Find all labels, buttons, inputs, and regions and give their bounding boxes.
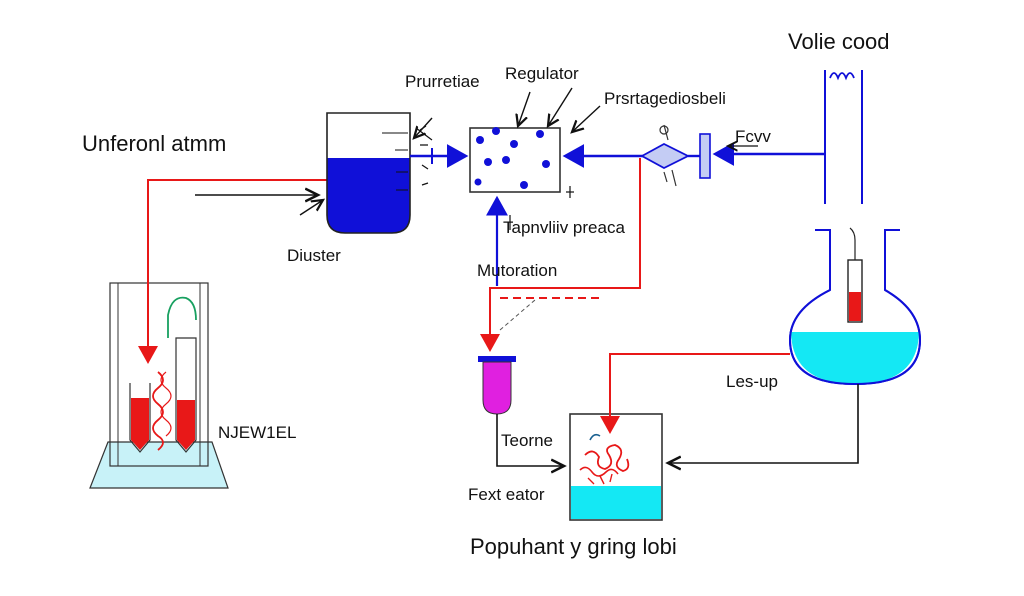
volie-cood-label: Volie cood bbox=[788, 29, 890, 54]
mutoration-label: Mutoration bbox=[477, 261, 558, 280]
tick-marks bbox=[509, 186, 574, 230]
black-line-flask-beaker bbox=[668, 384, 859, 463]
vial-to-beaker-line bbox=[496, 414, 564, 466]
tube-rack bbox=[89, 282, 229, 489]
fext-eator-label: Fext eator bbox=[468, 485, 545, 504]
regulator-label: Regulator bbox=[505, 64, 579, 83]
green-wire bbox=[167, 296, 197, 338]
unferonl-atmm-label: Unferonl atmm bbox=[82, 131, 227, 156]
tapnvliiv-label: Tapnvliiv preaca bbox=[503, 218, 625, 237]
red-return-line bbox=[480, 158, 641, 352]
round-flask bbox=[788, 227, 922, 386]
diuster-tank bbox=[326, 112, 411, 234]
bottom-caption: Popuhant y gring lobi bbox=[470, 534, 677, 559]
test-tube-left bbox=[129, 383, 151, 453]
red-line-flask-beaker bbox=[600, 353, 790, 434]
helix-strand-2 bbox=[160, 371, 172, 437]
regulator-pointer-1 bbox=[518, 91, 531, 126]
regulator-box bbox=[469, 127, 561, 193]
test-tube-right bbox=[175, 337, 197, 453]
fcvv-label: Fcvv bbox=[735, 127, 771, 146]
les-up-label: Les-up bbox=[726, 372, 778, 391]
column-tube bbox=[824, 70, 863, 204]
dashed-connector bbox=[499, 299, 536, 331]
helix-strand bbox=[152, 371, 164, 451]
njewiel-label: NJEW1EL bbox=[218, 423, 297, 442]
red-feed-line bbox=[138, 179, 330, 364]
teorne-label: Teorne bbox=[501, 431, 553, 450]
prsrtage-pointer bbox=[572, 105, 601, 132]
valve bbox=[640, 124, 711, 187]
diuster-label: Diuster bbox=[287, 246, 341, 265]
prurretiae-label: Prurretiae bbox=[405, 72, 480, 91]
beaker bbox=[569, 413, 663, 521]
magenta-vial bbox=[478, 356, 516, 415]
prurretiae-pointer bbox=[414, 117, 433, 138]
prsrtage-label: Prsrtagediosbeli bbox=[604, 89, 726, 108]
diuster-pointer bbox=[299, 200, 323, 216]
regulator-pointer-2 bbox=[548, 87, 573, 126]
